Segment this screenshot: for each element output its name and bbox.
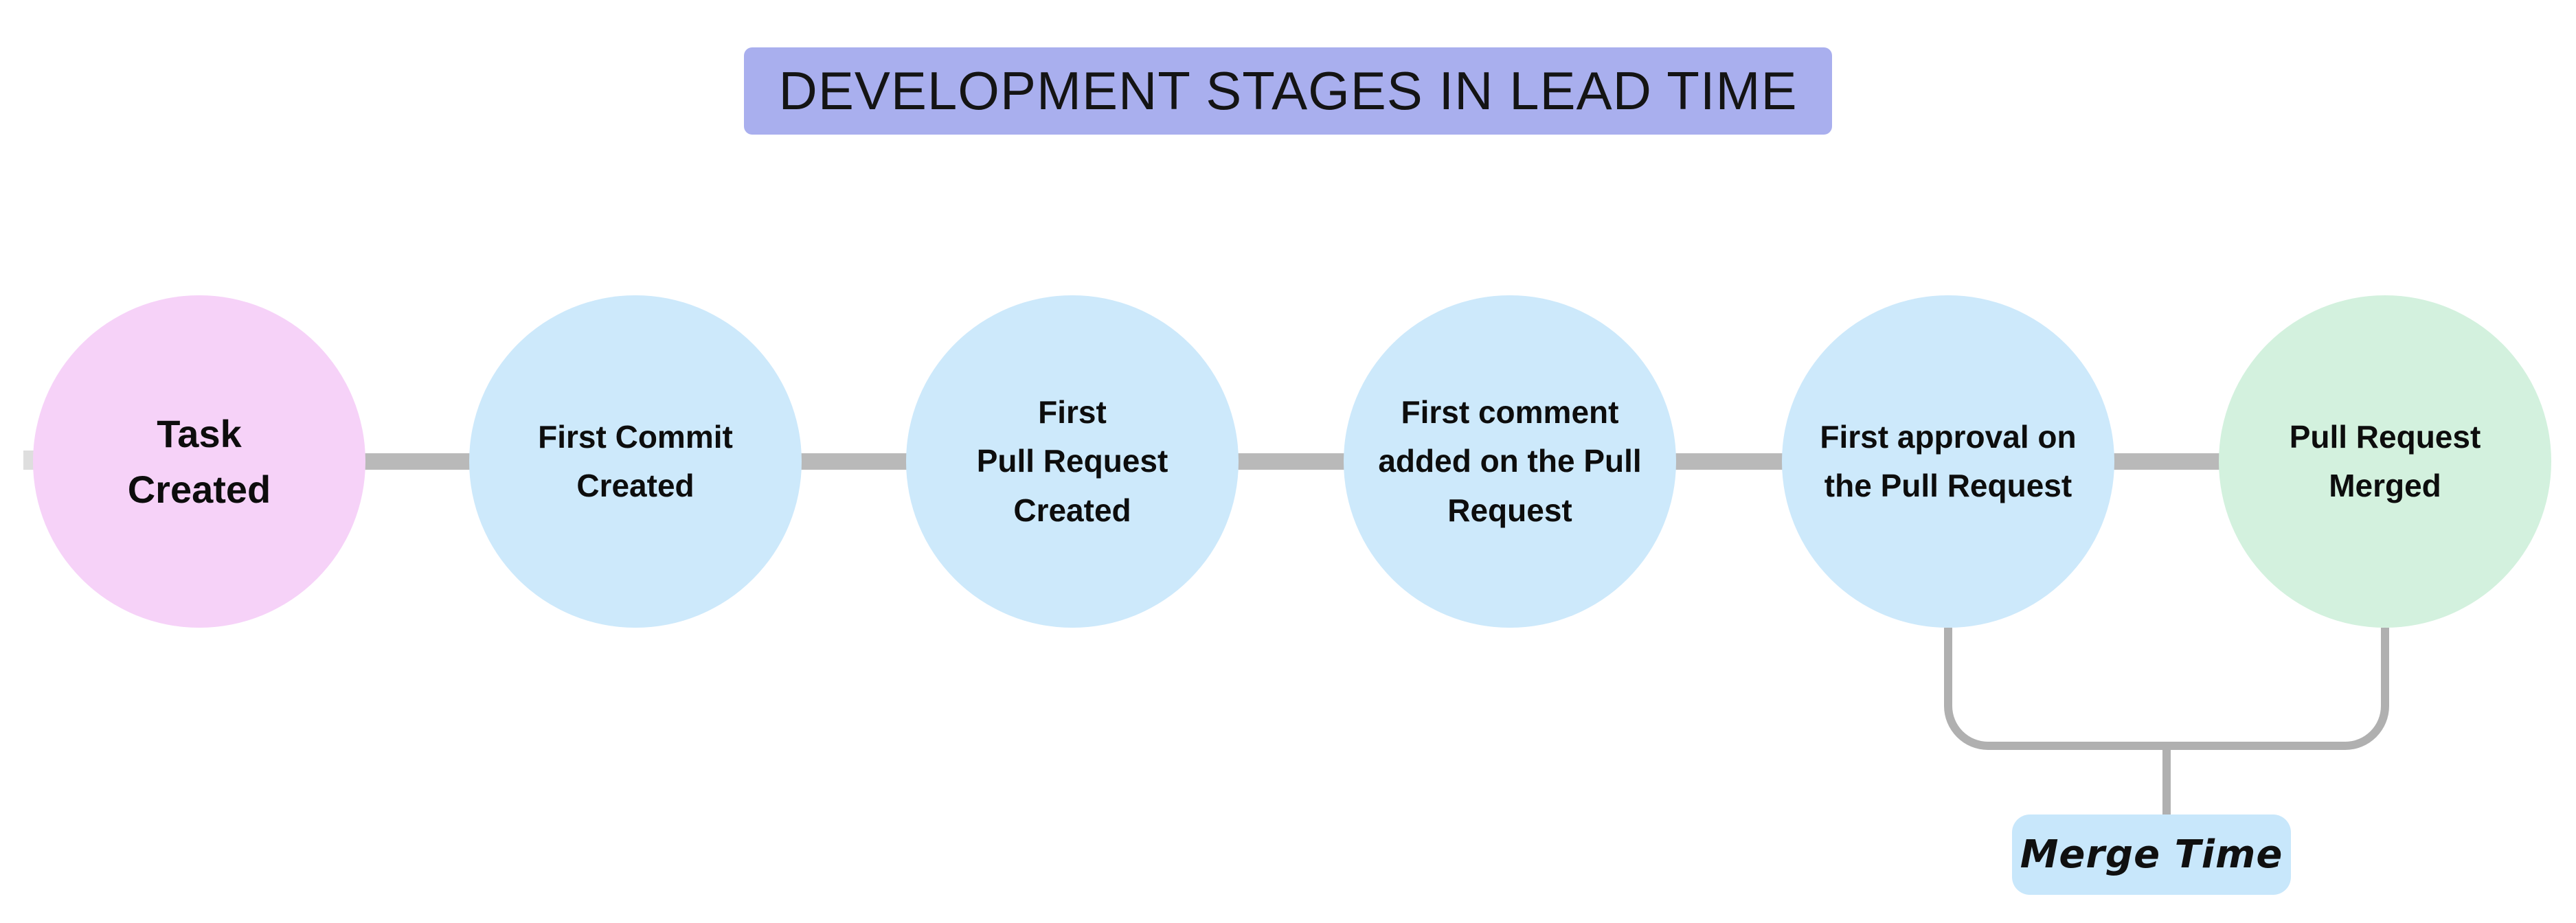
merge-time-label: Merge Time bbox=[2012, 814, 2291, 895]
merge-time-bracket-stem bbox=[2162, 742, 2171, 816]
stage-circle-first-pull-request-created: First Pull Request Created bbox=[906, 295, 1239, 628]
diagram-title: DEVELOPMENT STAGES IN LEAD TIME bbox=[778, 60, 1798, 121]
stage-circle-first-commit-created: First Commit Created bbox=[469, 295, 802, 628]
stage-label-first-commit-created: First Commit Created bbox=[538, 418, 733, 503]
stage-circle-first-approval: First approval on the Pull Request bbox=[1782, 295, 2114, 628]
title-banner: DEVELOPMENT STAGES IN LEAD TIME bbox=[744, 47, 1832, 135]
stage-label-pull-request-merged: Pull Request Merged bbox=[2289, 418, 2481, 503]
stage-label-first-pull-request-created: First Pull Request Created bbox=[976, 394, 1168, 528]
stage-label-first-approval: First approval on the Pull Request bbox=[1820, 418, 2077, 503]
stage-circle-first-comment-added: First comment added on the Pull Request bbox=[1344, 295, 1676, 628]
stage-label-task-created: Task Created bbox=[127, 411, 271, 511]
stage-circle-pull-request-merged: Pull Request Merged bbox=[2219, 295, 2551, 628]
stage-label-first-comment-added: First comment added on the Pull Request bbox=[1378, 394, 1642, 528]
merge-time-text: Merge Time bbox=[2020, 832, 2283, 877]
merge-time-bracket bbox=[1944, 628, 2389, 750]
stage-circle-task-created: Task Created bbox=[33, 295, 365, 628]
